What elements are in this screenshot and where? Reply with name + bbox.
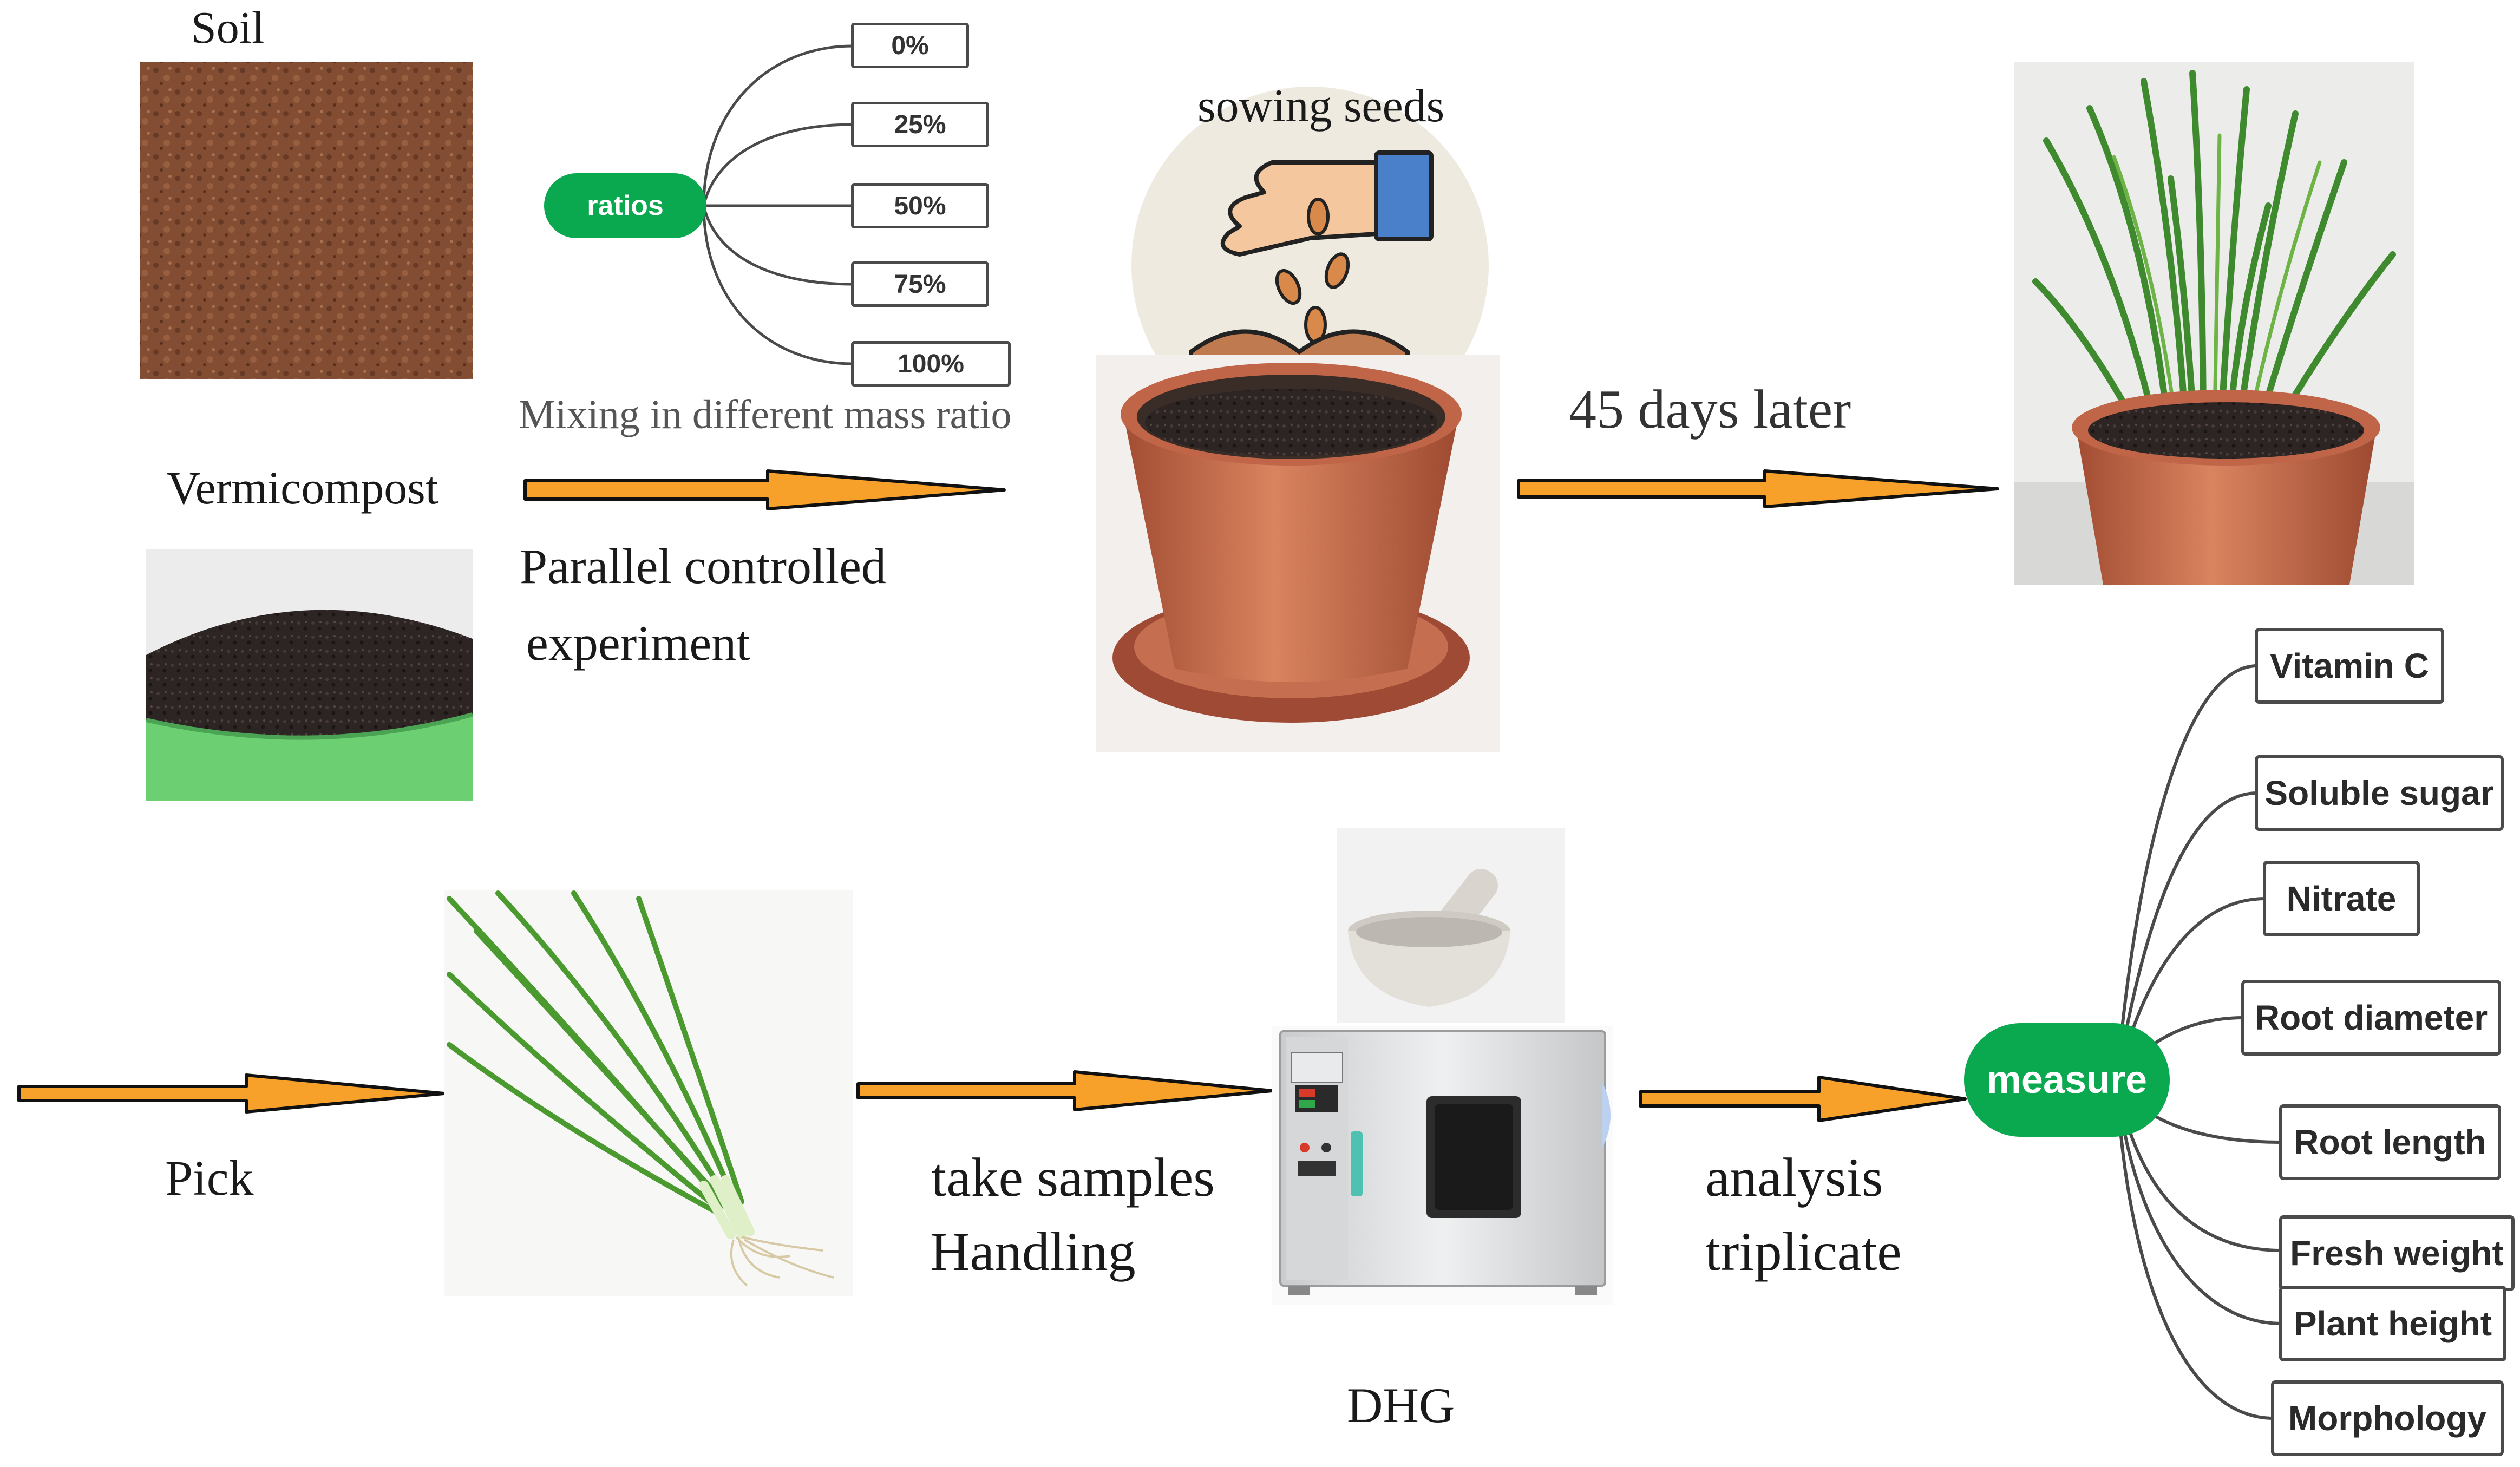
handling-label: Handling bbox=[930, 1221, 1136, 1282]
arrow-mix bbox=[523, 469, 1006, 510]
ratio-box-50: 50% bbox=[851, 183, 989, 228]
pick-label: Pick bbox=[165, 1150, 254, 1206]
pot-soil-photo bbox=[1096, 355, 1500, 752]
measure-box-root-diameter: Root diameter bbox=[2241, 980, 2501, 1056]
measure-box-vitamin-c: Vitamin C bbox=[2255, 628, 2444, 704]
sowing-seeds-label: sowing seeds bbox=[1197, 80, 1445, 132]
dhg-label: DHG bbox=[1347, 1378, 1455, 1433]
arrow-analysis bbox=[1639, 1076, 1967, 1122]
arrow-pick bbox=[17, 1073, 446, 1114]
measure-box-fresh-weight: Fresh weight bbox=[2279, 1215, 2515, 1291]
drying-oven-icon bbox=[1272, 1026, 1613, 1305]
arrow-45-days bbox=[1517, 469, 1999, 508]
measure-node: measure bbox=[1964, 1023, 2170, 1137]
measure-box-nitrate: Nitrate bbox=[2263, 861, 2420, 936]
measure-box-morphology: Morphology bbox=[2271, 1380, 2504, 1456]
ratios-connectors bbox=[702, 44, 853, 365]
analysis-label: analysis bbox=[1705, 1147, 1883, 1208]
vermicompost-label: Vermicompost bbox=[167, 462, 438, 514]
triplicate-label: triplicate bbox=[1705, 1221, 1902, 1282]
vermicompost-photo bbox=[146, 549, 474, 801]
arrow-take-samples bbox=[856, 1070, 1274, 1111]
ratio-box-100: 100% bbox=[851, 341, 1011, 387]
soil-label: Soil bbox=[191, 3, 265, 53]
parallel-label-line1: Parallel controlled bbox=[520, 539, 886, 594]
parallel-label-line2: experiment bbox=[526, 615, 750, 671]
days-later-label: 45 days later bbox=[1569, 379, 1851, 440]
measure-box-plant-height: Plant height bbox=[2279, 1286, 2506, 1361]
measure-connectors bbox=[2115, 664, 2282, 1420]
take-samples-label: take samples bbox=[931, 1147, 1215, 1208]
mortar-pestle-icon bbox=[1337, 828, 1565, 1023]
measure-box-soluble-sugar: Soluble sugar bbox=[2255, 755, 2504, 831]
ratio-box-75: 75% bbox=[851, 261, 989, 307]
ratio-box-25: 25% bbox=[851, 102, 989, 147]
mixing-label: Mixing in different mass ratio bbox=[519, 392, 1012, 437]
scallion-harvest-photo bbox=[444, 890, 853, 1296]
scallion-pot-photo bbox=[2014, 62, 2414, 585]
soil-photo bbox=[140, 62, 473, 379]
measure-box-root-length: Root length bbox=[2279, 1104, 2501, 1180]
ratios-node: ratios bbox=[544, 173, 706, 238]
ratio-box-0: 0% bbox=[851, 23, 969, 68]
